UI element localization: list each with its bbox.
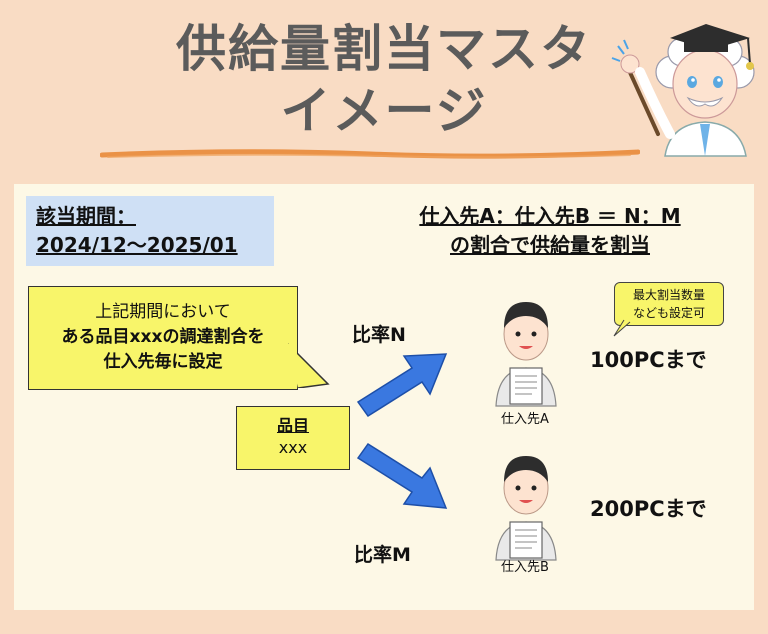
item-title: 品目	[276, 416, 309, 435]
title-underline	[100, 149, 640, 159]
note-line-1: 最大割当数量	[632, 288, 705, 302]
ratio-heading-line-1: 仕入先A：仕入先B ＝ N：M	[419, 204, 681, 228]
callout-line-2: ある品目xxxの調達割合を	[61, 327, 265, 347]
callout-line-3: 仕入先毎に設定	[103, 352, 223, 372]
period-label: 該当期間：	[36, 204, 136, 228]
period-range: 2024/12～2025/01	[36, 233, 238, 257]
period-box: 該当期間： 2024/12～2025/01	[26, 196, 274, 266]
supplier-b-label: 仕入先B	[501, 560, 549, 575]
arrow-up-icon	[356, 353, 448, 418]
note-tail	[613, 319, 631, 337]
callout-tail	[288, 343, 330, 388]
arrow-down-icon	[356, 442, 448, 509]
note-line-2: なども設定可	[632, 306, 705, 320]
supplier-b-limit: 200PCまで	[590, 497, 707, 521]
callout-box: 上記期間において ある品目xxxの調達割合を 仕入先毎に設定	[28, 286, 298, 390]
supplier-b-person-icon	[495, 456, 557, 561]
supplier-a-person-icon	[495, 302, 557, 407]
callout-line-1: 上記期間において	[95, 302, 231, 322]
title-line-2: イメージ	[280, 82, 488, 140]
ratio-heading: 仕入先A：仕入先B ＝ N：M の割合で供給量を割当	[350, 202, 750, 260]
title-line-1: 供給量割当マスタ	[176, 20, 592, 78]
page-title: 供給量割当マスタ イメージ	[0, 18, 768, 142]
professor-mascot-icon	[611, 24, 755, 157]
supplier-a-label: 仕入先A	[501, 412, 549, 427]
note-bubble: 最大割当数量 なども設定可	[614, 282, 724, 326]
ratio-m-label: 比率M	[354, 544, 411, 566]
item-box: 品目 xxx	[236, 406, 350, 470]
item-value: xxx	[278, 438, 308, 457]
ratio-arrows	[356, 353, 448, 509]
ratio-n-label: 比率N	[352, 324, 406, 346]
ratio-heading-line-2: の割合で供給量を割当	[450, 233, 650, 257]
supplier-a-limit: 100PCまで	[590, 348, 707, 372]
